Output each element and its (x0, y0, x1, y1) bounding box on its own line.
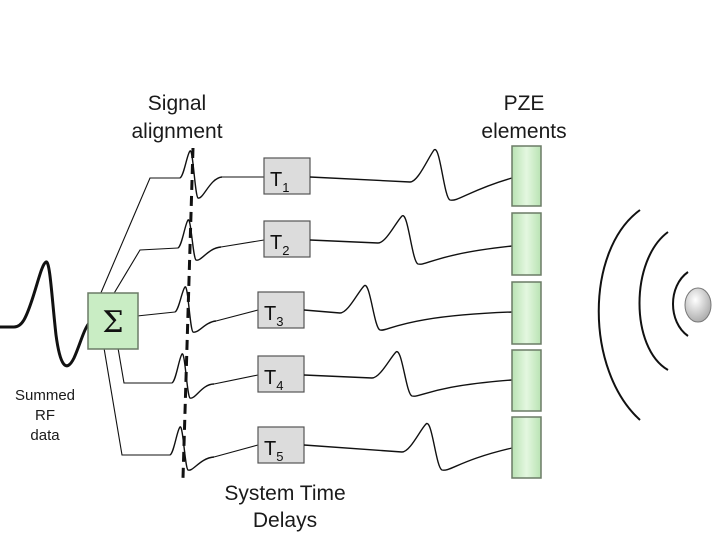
summed-rf-label-line2: RF (35, 407, 55, 424)
delay-1-sub: 1 (282, 180, 289, 195)
signal-alignment-label-line1: Signal (148, 92, 206, 115)
delay-box-3: T3 (257, 291, 305, 329)
summer-block: Σ (87, 292, 139, 350)
delay-3-base: T (264, 303, 276, 325)
channel-lines (303, 149, 513, 471)
summed-rf-label-line1: Summed (15, 387, 75, 404)
summer-box (87, 292, 139, 350)
system-delays-label-line2: Delays (253, 509, 317, 532)
pze-element-4 (511, 349, 542, 412)
sigma-symbol: Σ (102, 305, 123, 340)
pze-element-2 (511, 212, 542, 276)
delay-2-base: T (270, 232, 282, 254)
pze-elements-label-line2: elements (481, 120, 566, 143)
delay-5-base: T (264, 438, 276, 460)
svg-text:T2: T2 (270, 232, 289, 258)
delay-3-sub: 3 (276, 314, 283, 329)
pze-element-5 (511, 416, 542, 479)
svg-text:T3: T3 (264, 303, 283, 329)
delay-box-5: T5 (257, 426, 305, 464)
delay-box-2: T2 (263, 220, 311, 258)
summed-rf-waveform (0, 260, 92, 368)
echo-wavefronts (597, 209, 689, 421)
pze-element-array (511, 145, 542, 479)
delay-box-1: T1 (263, 157, 311, 195)
delay-box-4: T4 (257, 355, 305, 393)
alignment-dashed-line (181, 147, 195, 479)
delay-2-sub: 2 (282, 243, 289, 258)
svg-text:T5: T5 (264, 438, 283, 464)
delay-input-lines (213, 176, 265, 458)
aligned-waveforms (169, 150, 223, 471)
delay-4-sub: 4 (276, 378, 283, 393)
pze-element-3 (511, 281, 542, 345)
pze-element-1 (511, 145, 542, 207)
system-delays-label-line1: System Time (224, 482, 345, 505)
delay-1-base: T (270, 169, 282, 191)
reflector-sphere-icon (684, 287, 712, 323)
svg-text:T1: T1 (270, 169, 289, 195)
summed-rf-label-line3: data (30, 427, 60, 444)
signal-alignment-label-line2: alignment (131, 120, 222, 143)
fan-out-lines (99, 177, 180, 456)
delay-5-sub: 5 (276, 449, 283, 464)
pze-elements-label-line1: PZE (504, 92, 545, 115)
svg-text:T4: T4 (264, 367, 283, 393)
delay-4-base: T (264, 367, 276, 389)
